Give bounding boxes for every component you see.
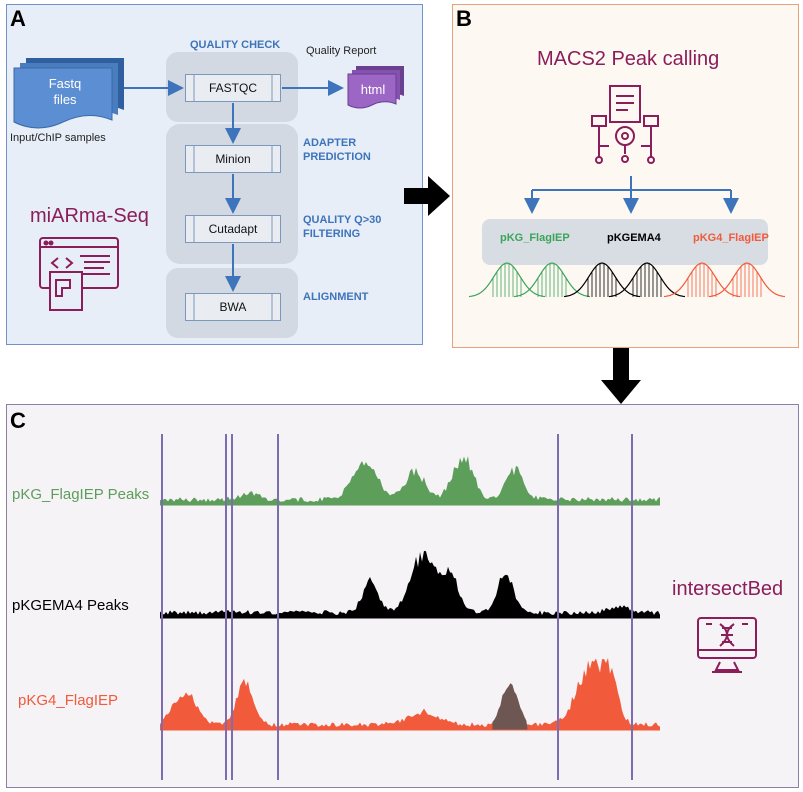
sample-label-pkg-flagiep: pKG_FlagIEP: [500, 232, 570, 244]
tool-name-bwa: BWA: [219, 300, 247, 314]
tool-name-fastqc: FASTQC: [208, 81, 257, 95]
track-label-pkg4-flagiep: pKG4_FlagIEP: [18, 692, 119, 709]
track-label-pkgema4: pKGEMA4 Peaks: [12, 597, 129, 614]
tool-name-minion: Minion: [215, 152, 251, 166]
coverage-area-highlight: [492, 683, 528, 730]
coverage-area: [160, 658, 660, 730]
track-pkgema4: [160, 550, 660, 619]
dna-monitor-icon: [697, 617, 757, 673]
gaussian-peak: [708, 262, 786, 298]
arrow-right-icon: [404, 176, 450, 216]
tool-name-miarma: miARma-Seq: [30, 205, 149, 227]
coverage-tracks: [160, 434, 660, 780]
fastq-files-label: Fastq files: [48, 76, 82, 107]
gaussian-peak: [513, 262, 591, 298]
code-window-icon: [39, 237, 119, 311]
panel-a-label: A: [10, 6, 26, 31]
step-title-quality-filtering: QUALITY Q>30 FILTERING: [303, 214, 382, 240]
track-label-pkg-flagiep: pKG_FlagIEP Peaks: [12, 486, 150, 503]
intersectbed-label: intersectBed: [672, 578, 784, 600]
step-title-quality-check: QUALITY CHECK: [190, 39, 281, 51]
tool-box-cutadapt: [185, 215, 281, 243]
coverage-area: [160, 456, 660, 505]
step-title-adapter-prediction: ADAPTER PREDICTION: [303, 137, 371, 163]
gaussian-peak: [468, 262, 546, 298]
step-title-alignment: ALIGNMENT: [303, 291, 369, 303]
tool-box-minion: [185, 145, 281, 173]
document-gear-icon: [591, 85, 659, 164]
panel-b-graphics: [468, 85, 786, 298]
panel-c-label: C: [10, 408, 26, 433]
arrow-down-icon: [601, 348, 641, 404]
fastq-files-icon: [13, 58, 124, 129]
panel-a-graphics: [13, 58, 404, 321]
panel-b-label: B: [456, 6, 472, 31]
coverage-area: [160, 550, 660, 618]
intersect-markers: [161, 434, 633, 780]
sample-label-pkgema4: pKGEMA4: [607, 232, 661, 244]
gaussian-peak: [663, 262, 741, 298]
macs2-title: MACS2 Peak calling: [537, 48, 720, 70]
quality-report-label: Quality Report: [306, 45, 377, 57]
html-files-label: html: [360, 82, 386, 97]
sample-label-pkg4-flagiep: pKG4_FlagIEP: [693, 232, 769, 244]
input-caption: Input/ChIP samples: [10, 132, 106, 144]
tool-box-fastqc: [185, 74, 281, 102]
gaussian-peak: [563, 262, 641, 298]
html-files-icon: [347, 66, 404, 109]
gaussian-peak: [608, 262, 686, 298]
tool-name-cutadapt: Cutadapt: [208, 222, 258, 236]
track-pkg4-flagiep: [160, 658, 660, 731]
tool-box-bwa: [185, 293, 281, 321]
track-pkg-flagiep: [160, 456, 660, 506]
